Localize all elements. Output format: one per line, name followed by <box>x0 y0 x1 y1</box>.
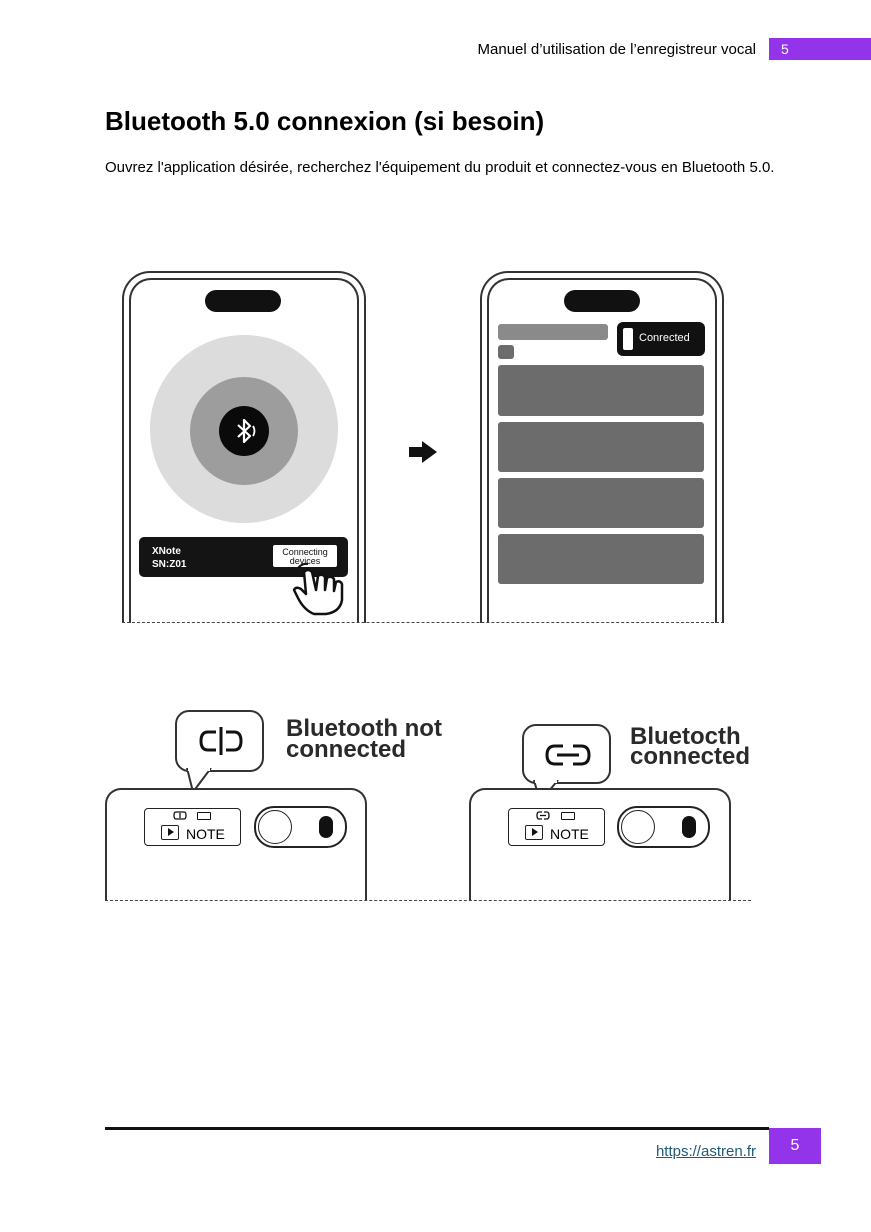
header-page-badge: 5 <box>769 38 871 60</box>
note-label-left: NOTE <box>186 826 225 842</box>
phone-notch <box>205 290 281 312</box>
figure-cut-line <box>122 622 724 623</box>
bluetooth-disconnected-icon <box>199 727 243 755</box>
recording-card[interactable] <box>498 478 704 528</box>
status-connected-pill: Conrected <box>617 322 705 356</box>
caption-not-connected-line2: connected <box>286 736 407 763</box>
switch-indicator <box>682 816 696 838</box>
intro-paragraph: Ouvrez l'application désirée, recherchez… <box>105 159 775 176</box>
header-title: Manuel d’utilisation de l’enregistreur v… <box>477 41 756 58</box>
bluetooth-connected-mini-icon <box>536 811 550 820</box>
play-icon <box>161 825 179 840</box>
placeholder-title-bar <box>498 324 608 340</box>
connect-button-line2: devices <box>289 556 321 566</box>
callout-bubble-not-connected <box>175 710 264 772</box>
bluetooth-connected-icon <box>545 744 591 766</box>
mode-switch-right[interactable] <box>617 806 710 848</box>
callout-bubble-connected <box>522 724 611 784</box>
battery-mini-icon <box>197 812 211 820</box>
phone-scanning-screen <box>129 278 359 623</box>
switch-indicator <box>319 816 333 838</box>
bluetooth-scan-button[interactable] <box>219 406 269 456</box>
bluetooth-disconnected-mini-icon <box>173 811 187 820</box>
phone-notch <box>564 290 640 312</box>
arrow-right-icon <box>409 441 437 463</box>
phone-connected-screen <box>487 278 717 623</box>
switch-knob <box>621 810 655 844</box>
battery-icon <box>623 328 633 350</box>
recording-card[interactable] <box>498 422 704 472</box>
caption-connected-line2: connected <box>630 743 751 770</box>
note-label-right: NOTE <box>550 826 589 842</box>
bluetooth-icon <box>237 418 256 444</box>
caption-not-connected-line1: Bluetooth not <box>286 715 442 742</box>
connect-button-line1: Connecting <box>282 547 328 557</box>
tap-hand-icon <box>292 562 344 616</box>
caption-connected-line1: Bluetocth <box>630 723 741 750</box>
footer-website-link[interactable]: https://astren.fr <box>655 1143 756 1160</box>
device-name: XNote <box>152 546 181 557</box>
placeholder-dot <box>498 345 514 359</box>
connect-devices-button[interactable]: Connecting devices <box>273 545 337 567</box>
figure-cut-line <box>105 900 751 901</box>
play-icon <box>525 825 543 840</box>
page-title: Bluetooth 5.0 connexion (si besoin) <box>105 106 545 136</box>
footer-rule <box>105 1127 769 1130</box>
note-display-left <box>144 808 241 846</box>
note-display-right <box>508 808 605 846</box>
recording-card[interactable] <box>498 365 704 416</box>
device-serial: SN:Z01 <box>152 559 187 570</box>
mode-switch-left[interactable] <box>254 806 347 848</box>
status-connected-label: Conrected <box>639 332 690 344</box>
battery-mini-icon <box>561 812 575 820</box>
switch-knob <box>258 810 292 844</box>
recording-card[interactable] <box>498 534 704 584</box>
footer-page-badge: 5 <box>769 1128 821 1164</box>
